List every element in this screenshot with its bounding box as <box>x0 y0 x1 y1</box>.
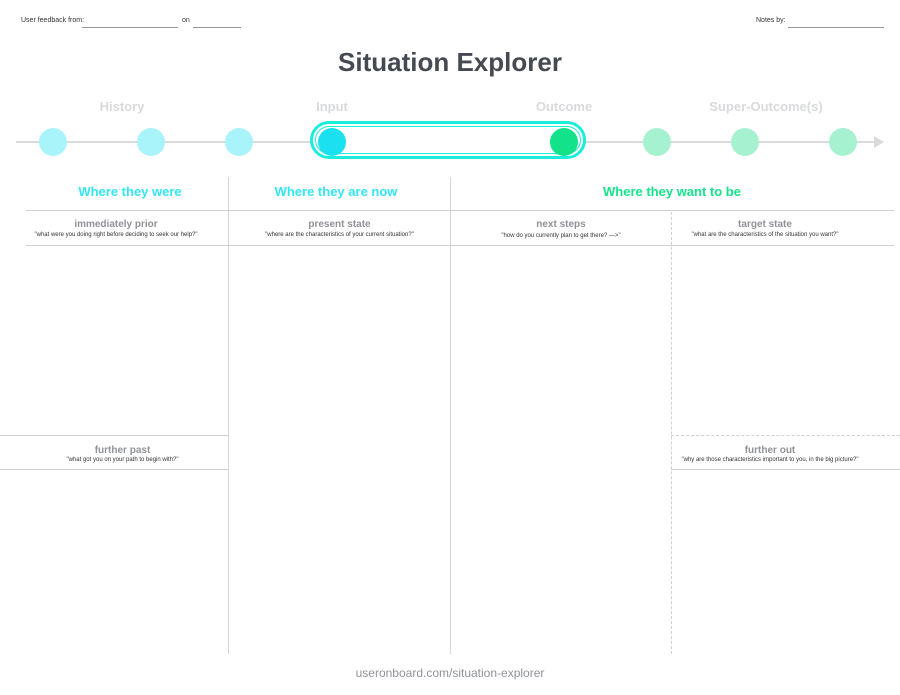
further-out-bottom-line <box>671 469 900 470</box>
phase-history: History <box>99 99 145 114</box>
history-dot-1 <box>39 128 67 156</box>
footer-url[interactable]: useronboard.com/situation-explorer <box>355 666 545 680</box>
super-outcome-dot-3 <box>829 128 857 156</box>
notes-by-label: Notes by: <box>756 17 786 24</box>
further-out-prompt: "why are those characteristics important… <box>681 457 859 463</box>
present-state-area[interactable] <box>229 246 450 654</box>
user-feedback-label: User feedback from: <box>21 17 85 24</box>
header-divider <box>26 210 894 211</box>
timeline-arrow-icon <box>874 136 884 148</box>
user-feedback-field[interactable] <box>82 17 178 28</box>
next-steps-title: next steps <box>536 219 586 230</box>
history-dot-2 <box>137 128 165 156</box>
column-where-they-were: Where they were <box>78 184 182 199</box>
further-out-top-line <box>671 435 900 436</box>
next-steps-area[interactable] <box>451 246 671 654</box>
column-divider-1 <box>228 177 229 654</box>
further-past-top-line <box>0 435 228 436</box>
page-title: Situation Explorer <box>338 47 562 77</box>
further-past-bottom-line <box>0 469 228 470</box>
super-outcome-dot-2 <box>731 128 759 156</box>
focus-capsule-inner <box>315 126 581 154</box>
target-state-area[interactable] <box>672 246 900 435</box>
further-past-title: further past <box>94 445 151 456</box>
immediately-prior-area[interactable] <box>26 246 228 435</box>
further-out-area[interactable] <box>672 470 900 654</box>
further-past-prompt: "what got you on your path to begin with… <box>66 457 179 463</box>
present-state-title: present state <box>308 219 371 230</box>
date-field[interactable] <box>193 17 241 28</box>
phase-outcome: Outcome <box>535 99 593 114</box>
outcome-dot <box>550 128 578 156</box>
further-past-area[interactable] <box>0 470 228 654</box>
column-where-they-are-now: Where they are now <box>274 184 398 199</box>
super-outcome-dot-1 <box>643 128 671 156</box>
immediately-prior-title: immediately prior <box>74 219 158 230</box>
history-dot-3 <box>225 128 253 156</box>
column-divider-2 <box>450 177 451 654</box>
present-state-prompt: "where are the characteristics of your c… <box>265 232 414 238</box>
column-where-they-want-to-be: Where they want to be <box>603 184 741 199</box>
phase-super-outcomes: Super-Outcome(s) <box>709 99 823 114</box>
input-dot <box>318 128 346 156</box>
focus-capsule <box>310 121 586 159</box>
section-divider <box>26 245 894 246</box>
immediately-prior-prompt: "what were you doing right before decidi… <box>34 232 198 238</box>
column-divider-3 <box>671 212 672 654</box>
further-out-title: further out <box>744 445 796 456</box>
target-state-title: target state <box>738 219 792 230</box>
phase-input: Input <box>316 99 348 114</box>
target-state-prompt: "what are the characteristics of the sit… <box>691 232 839 238</box>
next-steps-prompt: "how do you currently plan to get there?… <box>501 233 621 239</box>
on-label: on <box>182 17 190 24</box>
notes-by-field[interactable] <box>788 17 884 28</box>
